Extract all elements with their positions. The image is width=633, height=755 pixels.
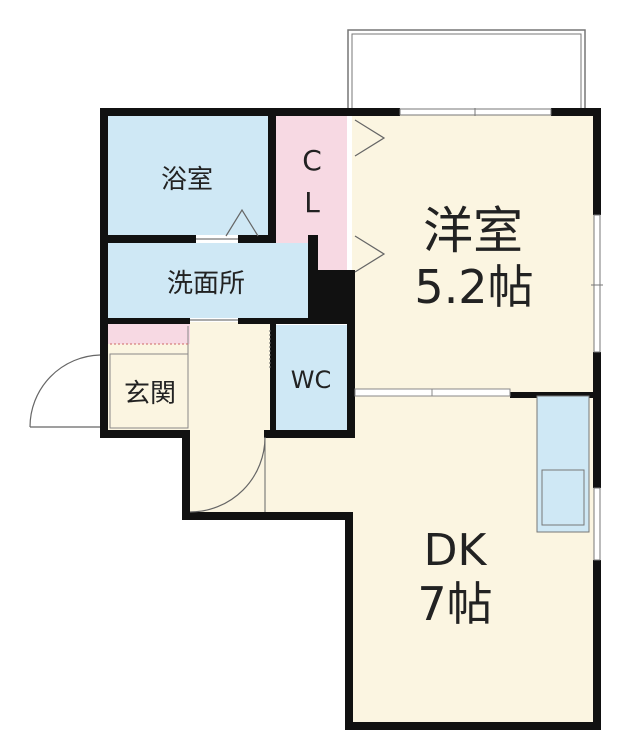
walls [100, 108, 601, 730]
balcony [347, 29, 586, 116]
bath-label: 浴室 [161, 165, 213, 195]
entrance-label: 玄関 [124, 379, 176, 409]
sink-icon [541, 469, 585, 526]
western-room-size: 5.2帖 [414, 260, 533, 314]
dk-label: DK [424, 525, 488, 576]
closet-door-upper [354, 119, 386, 157]
bath-room [108, 115, 268, 235]
closet-door-lower [354, 235, 386, 273]
entrance-door-swing [29, 354, 101, 428]
shoe-cabinet [108, 322, 190, 344]
balcony-inner-rail [351, 33, 582, 116]
bath-door [225, 208, 259, 237]
wc-room [275, 325, 347, 430]
dk-floor [190, 395, 597, 722]
western-room-floor [352, 115, 597, 395]
closet-label-c: C [302, 144, 322, 177]
dk-size: 7帖 [417, 577, 492, 631]
washroom [108, 243, 308, 318]
washroom-label: 洗面所 [167, 269, 245, 299]
hall-door-swing [189, 436, 266, 513]
kitchen-counter [536, 395, 590, 533]
closet-label-l: L [304, 186, 320, 219]
wc-label: WC [291, 366, 332, 394]
western-room-label: 洋室 [423, 202, 523, 260]
